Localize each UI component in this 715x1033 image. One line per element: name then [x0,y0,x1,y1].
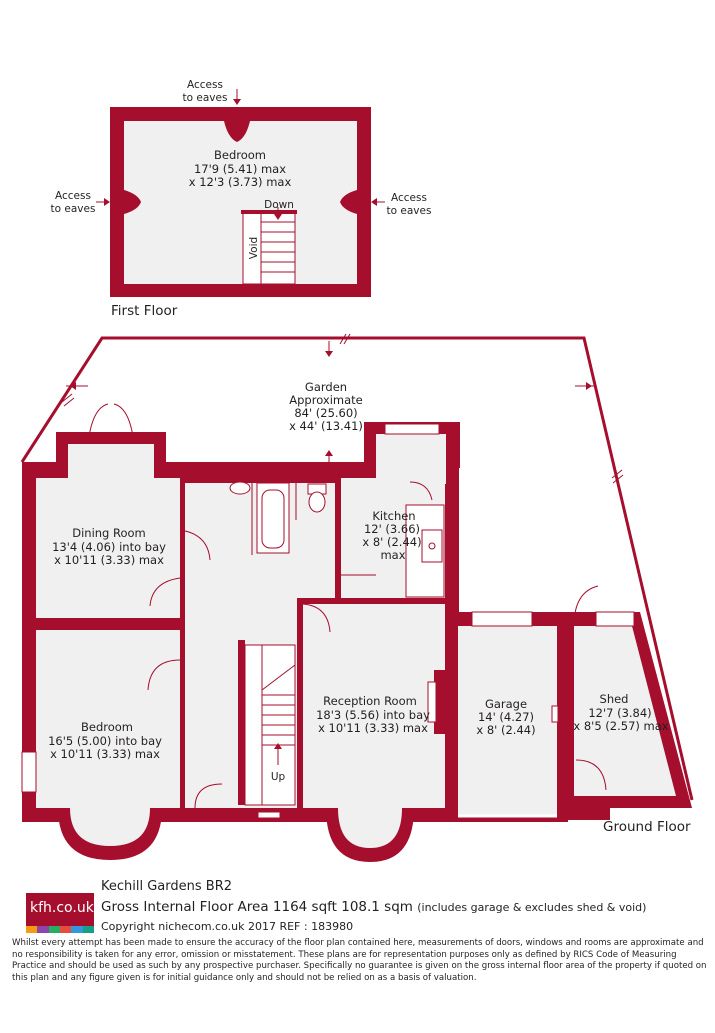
ground-stair-treads [262,694,295,746]
logo-stripe-5 [71,926,83,933]
garden-outline: Garden Approximate 84' (25.60) x 44' (13… [20,333,694,801]
access-right-line2: to eaves [387,205,432,217]
reception-room-name: Reception Room [323,694,417,708]
garden-line1: Garden [305,380,347,394]
kitchen-size-1: 12' (3.66) [364,522,420,536]
garage-size-1: 14' (4.27) [478,710,534,724]
disclaimer: Whilst every attempt has been made to en… [12,938,707,983]
eaves-hatch-left [124,190,141,214]
basin [229,481,251,495]
dining-room-name: Dining Room [72,526,146,540]
void-label: Void [248,237,260,259]
shed-name: Shed [600,692,629,706]
access-left-line2: to eaves [51,203,96,215]
logo-stripe-1 [26,926,38,933]
garage-name: Garage [485,697,527,711]
garden-line4: x 44' (13.41) [289,419,363,433]
logo-stripe-6 [82,926,94,933]
shed-plan [562,585,692,820]
property-address: Kechill Gardens BR2 [101,879,233,894]
shed-size-2: x 8'5 (2.57) max [573,719,668,733]
garage-size-2: x 8' (2.44) [476,723,535,737]
access-top-line1: Access [187,79,223,91]
stair-treads [261,221,295,273]
logo-stripe-4 [59,926,72,933]
up-label: Up [271,771,286,783]
floor-area-main: Gross Internal Floor Area 1164 sqft 108.… [101,899,413,915]
ground-floor-title: Ground Floor [603,819,691,835]
first-floor-bedroom [124,121,357,284]
eaves-hatch-right [340,190,357,214]
kitchen-size-2: x 8' (2.44) [362,535,421,549]
first-floor-bedroom-size-1: 17'9 (5.41) max [194,162,286,176]
access-left-line1: Access [55,190,91,202]
access-right-line1: Access [391,192,427,204]
first-floor-bedroom-size-2: x 12'3 (3.73) max [189,175,292,189]
reception-room-size-2: x 10'11 (3.33) max [318,721,428,735]
garage-plan [446,611,568,822]
ground-bedroom-name: Bedroom [81,720,133,734]
dining-room [36,478,180,618]
down-label: Down [264,199,294,211]
logo-stripe [26,926,94,933]
floor-area: Gross Internal Floor Area 1164 sqft 108.… [101,899,646,915]
shed [574,626,676,796]
kitchen-name: Kitchen [372,509,415,523]
dining-room-size-1: 13'4 (4.06) into bay [52,540,166,554]
first-floor-plan: Access to eaves Access to eaves Access t… [51,79,432,319]
reception-room-size-1: 18'3 (5.56) into bay [316,708,430,722]
ground-bedroom-size-1: 16'5 (5.00) into bay [48,734,162,748]
wc [308,491,326,513]
ground-floor-bedroom [36,630,180,808]
reception-room [303,604,445,808]
logo-stripe-3 [48,926,60,933]
access-top-line2: to eaves [183,92,228,104]
dining-room-size-2: x 10'11 (3.33) max [54,553,164,567]
first-floor-title: First Floor [111,303,178,319]
garden-line2: Approximate [289,393,362,407]
garage [458,626,557,816]
first-floor-bedroom-name: Bedroom [214,148,266,162]
shed-size-1: 12'7 (3.84) [588,706,651,720]
copyright: Copyright nichecom.co.uk 2017 REF : 1839… [101,920,354,933]
floor-area-note: (includes garage & excludes shed & void) [417,901,647,914]
garden-line3: 84' (25.60) [294,406,357,420]
kitchen-size-3: max [380,548,405,562]
kfh-logo: kfh.co.uk [26,893,94,933]
eaves-hatch-top [224,121,250,142]
ground-floor-plan [21,403,460,862]
logo-stripe-2 [37,926,49,933]
ground-bedroom-size-2: x 10'11 (3.33) max [50,747,160,761]
logo-text: kfh.co.uk [30,900,94,916]
